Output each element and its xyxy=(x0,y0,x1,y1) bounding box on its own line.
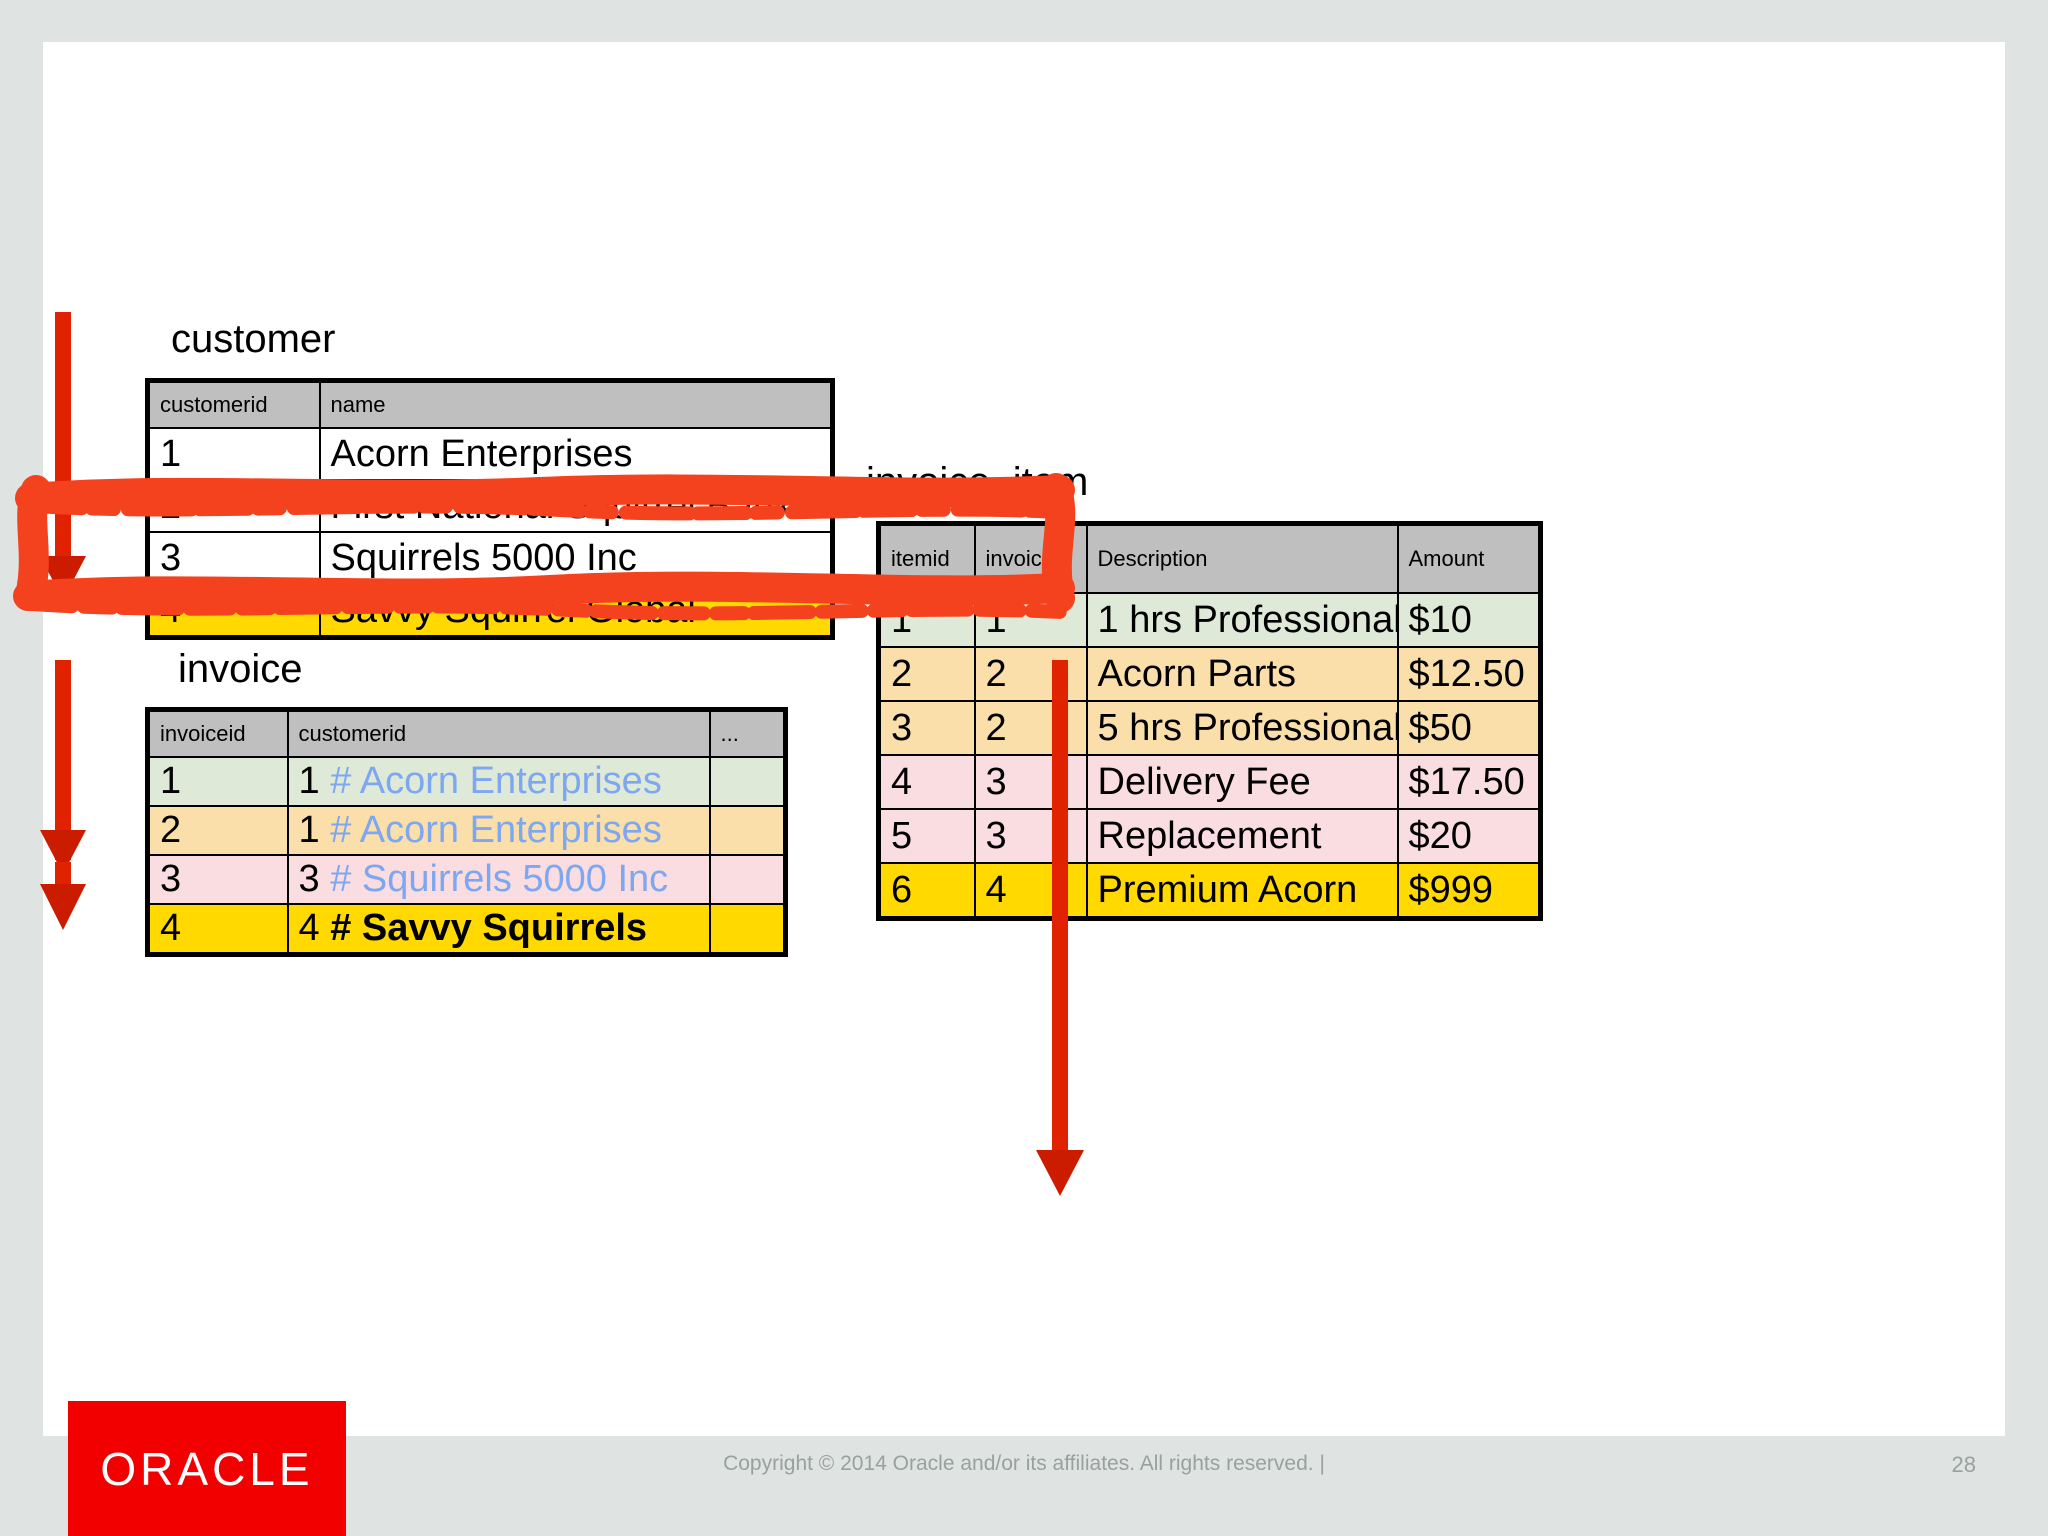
cell-name: Savvy Squirrel Global xyxy=(318,583,834,639)
invoice-table: invoiceid customerid ... 1 1 # Acorn Ent… xyxy=(145,707,788,957)
table-row[interactable]: 3 Squirrels 5000 Inc xyxy=(146,531,834,585)
cell-itemid: 5 xyxy=(877,808,976,864)
cell-invoiceid: 3 xyxy=(973,808,1088,864)
cell-ellipsis xyxy=(708,805,787,856)
cell-invoiceid: 2 xyxy=(973,646,1088,702)
cell-amount: $999 xyxy=(1396,862,1542,920)
customer-table: customerid name 1 Acorn Enterprises 2 Fi… xyxy=(145,378,835,640)
slide-canvas: customer customerid name 1 Acorn Enterpr… xyxy=(43,42,2005,1436)
table-row[interactable]: 1 Acorn Enterprises xyxy=(146,427,834,481)
table-row[interactable]: 3 2 5 hrs Professional $50 xyxy=(877,700,1542,756)
cell-customerid: 4 # Savvy Squirrels xyxy=(286,903,711,956)
invoice-item-table: itemid invoiceid Description Amount 1 1 … xyxy=(876,521,1543,921)
cell-amount: $20 xyxy=(1396,808,1542,864)
cell-itemid: 1 xyxy=(877,592,976,648)
cell-name: Acorn Enterprises xyxy=(318,427,834,481)
cell-invoiceid: 4 xyxy=(973,862,1088,920)
table-row-highlighted[interactable]: 6 4 Premium Acorn $999 xyxy=(877,862,1542,920)
cell-itemid: 6 xyxy=(877,862,976,920)
cell-invoiceid: 3 xyxy=(973,754,1088,810)
fk-value: 1 xyxy=(298,809,320,851)
cell-description: 1 hrs Professional xyxy=(1085,592,1399,648)
cell-invoiceid: 1 xyxy=(973,592,1088,648)
table-header-row: invoiceid customerid ... xyxy=(146,708,787,758)
cell-invoiceid: 2 xyxy=(973,700,1088,756)
page-number: 28 xyxy=(1951,1452,1976,1477)
table-row[interactable]: 5 3 Replacement $20 xyxy=(877,808,1542,864)
column-header-invoiceid: invoiceid xyxy=(973,522,1088,594)
table-row-highlighted[interactable]: 4 4 # Savvy Squirrels xyxy=(146,903,787,956)
cell-amount: $50 xyxy=(1396,700,1542,756)
cell-name: First National Squirrel Bank xyxy=(318,479,834,533)
column-header-amount: Amount xyxy=(1396,522,1542,594)
column-header-itemid: itemid xyxy=(877,522,976,594)
cell-description: Acorn Parts xyxy=(1085,646,1399,702)
table-row[interactable]: 1 1 # Acorn Enterprises xyxy=(146,756,787,807)
fk-comment: # Squirrels 5000 Inc xyxy=(330,858,669,900)
table-row[interactable]: 3 3 # Squirrels 5000 Inc xyxy=(146,854,787,905)
column-header-invoiceid: invoiceid xyxy=(146,708,289,758)
invoice-item-table-caption: invoice_item xyxy=(866,460,1089,504)
customer-table-caption: customer xyxy=(171,317,336,361)
fk-comment: # Savvy Squirrels xyxy=(330,907,648,949)
table-row[interactable]: 4 3 Delivery Fee $17.50 xyxy=(877,754,1542,810)
cell-customerid: 1 xyxy=(146,427,321,481)
cell-customerid: 2 xyxy=(146,479,321,533)
cell-invoiceid: 4 xyxy=(146,903,289,956)
cell-amount: $10 xyxy=(1396,592,1542,648)
fk-comment: # Acorn Enterprises xyxy=(330,760,662,802)
cell-customerid: 4 xyxy=(146,583,321,639)
cell-invoiceid: 1 xyxy=(146,756,289,807)
table-row[interactable]: 2 First National Squirrel Bank xyxy=(146,479,834,533)
cell-invoiceid: 3 xyxy=(146,854,289,905)
table-header-row: customerid name xyxy=(146,379,834,429)
cell-itemid: 3 xyxy=(877,700,976,756)
oracle-logo-text: ORACLE xyxy=(100,1442,314,1495)
copyright-text: Copyright © 2014 Oracle and/or its affil… xyxy=(723,1452,1325,1475)
cell-amount: $12.50 xyxy=(1396,646,1542,702)
oracle-logo: ORACLE xyxy=(68,1401,346,1536)
column-header-customerid: customerid xyxy=(286,708,711,758)
column-header-ellipsis: ... xyxy=(708,708,787,758)
cell-ellipsis xyxy=(708,756,787,807)
cell-description: Replacement xyxy=(1085,808,1399,864)
cell-customerid: 3 # Squirrels 5000 Inc xyxy=(286,854,711,905)
cell-description: Delivery Fee xyxy=(1085,754,1399,810)
cell-customerid: 1 # Acorn Enterprises xyxy=(286,756,711,807)
fk-value: 3 xyxy=(298,858,320,900)
cell-ellipsis xyxy=(708,854,787,905)
column-header-name: name xyxy=(318,379,834,429)
cell-itemid: 4 xyxy=(877,754,976,810)
column-header-customerid: customerid xyxy=(146,379,321,429)
cell-description: 5 hrs Professional xyxy=(1085,700,1399,756)
table-row[interactable]: 1 1 1 hrs Professional $10 xyxy=(877,592,1542,648)
fk-comment: # Acorn Enterprises xyxy=(330,809,662,851)
cell-customerid: 3 xyxy=(146,531,321,585)
cell-itemid: 2 xyxy=(877,646,976,702)
cell-name: Squirrels 5000 Inc xyxy=(318,531,834,585)
cell-amount: $17.50 xyxy=(1396,754,1542,810)
column-header-description: Description xyxy=(1085,522,1399,594)
cell-customerid: 1 # Acorn Enterprises xyxy=(286,805,711,856)
table-row[interactable]: 2 2 Acorn Parts $12.50 xyxy=(877,646,1542,702)
fk-value: 1 xyxy=(298,760,320,802)
cell-description: Premium Acorn xyxy=(1085,862,1399,920)
cell-invoiceid: 2 xyxy=(146,805,289,856)
table-row[interactable]: 2 1 # Acorn Enterprises xyxy=(146,805,787,856)
table-header-row: itemid invoiceid Description Amount xyxy=(877,522,1542,594)
cell-ellipsis xyxy=(708,903,787,956)
invoice-table-caption: invoice xyxy=(178,647,303,691)
table-row-highlighted[interactable]: 4 Savvy Squirrel Global xyxy=(146,583,834,639)
fk-value: 4 xyxy=(298,907,320,949)
